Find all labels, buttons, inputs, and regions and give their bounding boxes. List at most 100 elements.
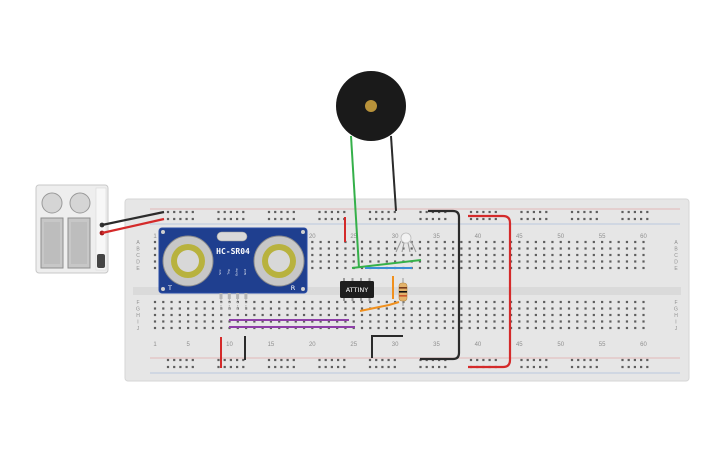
black-wire-l-shape[interactable] [371,335,403,358]
breadboard-hole [634,313,637,317]
battery-black-wire[interactable] [101,210,165,227]
breadboard-hole [336,320,339,323]
breadboard-hole [476,253,480,257]
breadboard-hole [634,266,637,270]
rail-hole [166,217,170,221]
rail-hole [343,210,346,214]
breadboard-hole [468,300,471,304]
breadboard-hole [443,253,446,257]
rail-hole [343,365,346,369]
breadboard-hole [153,266,157,270]
breadboard-hole [526,300,529,304]
breadboard-hole [567,240,571,244]
battery-red-wire[interactable] [101,217,165,235]
rail-hole [444,365,447,369]
breadboard-hole [601,247,604,250]
breadboard-hole [609,253,612,257]
breadboard-hole [485,240,488,244]
breadboard-hole [559,307,562,310]
breadboard-hole [584,320,587,323]
battery-switch[interactable] [97,254,105,268]
buzzer-center [365,100,377,112]
buzzer-green-lead[interactable] [350,135,360,269]
rail-hole [595,358,598,362]
breadboard-hole [584,260,587,263]
breadboard-hole [559,326,562,330]
breadboard-hole [518,326,521,330]
breadboard-hole [576,247,579,250]
battery-pack-side [95,187,107,271]
breadboard-hole [501,240,504,244]
rail-hole [419,365,422,369]
breadboard-hole [576,240,579,244]
breadboard-hole [634,326,637,330]
breadboard-hole [468,240,471,244]
ground-black-wire[interactable] [420,209,461,361]
breadboard-hole [153,253,157,257]
breadboard-hole [584,313,587,317]
rail-hole [393,365,396,369]
breadboard-hole [170,326,173,330]
sensor-pin-label: Gnd [243,269,247,275]
breadboard-hole [476,260,480,263]
sensor-r-label: R [291,284,296,292]
breadboard-hole [162,326,165,330]
rail-hole [185,217,188,221]
attiny-chip[interactable]: ATTINY [340,278,374,301]
rail-hole [318,217,321,221]
breadboard-hole [625,300,629,304]
rail-hole [532,365,535,369]
breadboard-hole [451,326,455,330]
breadboard-hole [410,253,413,257]
breadboard-hole [253,300,256,304]
breadboard-hole [543,240,546,244]
rail-hole [166,210,170,214]
breadboard-hole [394,260,397,263]
resistor-icon[interactable] [398,278,408,306]
column-number: 50 [557,342,564,348]
breadboard-hole [178,300,181,304]
breadboard-hole [327,307,330,310]
rail-hole [381,210,384,214]
breadboard-hole [319,247,322,250]
breadboard-hole [327,240,330,244]
rail-hole [539,358,542,362]
rail-hole [292,365,295,369]
breadboard-hole [551,326,554,330]
rgb-led-icon[interactable] [395,232,417,253]
row-letter: J [137,326,140,332]
power-red-wire[interactable] [468,214,512,369]
breadboard-hole [435,313,438,317]
rail-hole [482,217,485,221]
breadboard-hole [526,240,529,244]
breadboard-hole [584,240,587,244]
breadboard-hole [476,326,480,330]
rail-hole [318,365,321,369]
rail-hole [640,358,643,362]
column-number: 55 [599,234,606,240]
breadboard-hole [625,253,629,257]
breadboard-hole [518,300,521,304]
breadboard-hole [601,260,604,263]
orange-wire-diagonal[interactable] [359,301,400,312]
breadboard-hole [220,313,223,317]
breadboard-hole [584,326,587,330]
breadboard-hole [592,326,595,330]
breadboard-hole [567,326,571,330]
battery-pack-icon[interactable] [35,184,109,274]
rail-hole [387,365,390,369]
rail-hole [393,217,396,221]
breadboard-hole [319,266,322,270]
breadboard-hole [601,326,604,330]
breadboard-hole [336,253,339,257]
breadboard-hole [327,300,330,304]
green-jumper[interactable] [351,259,422,269]
breadboard-hole [460,240,463,244]
piezo-buzzer-icon[interactable] [336,71,406,269]
rail-hole [387,210,390,214]
breadboard-hole [402,313,405,317]
breadboard-hole [543,320,546,323]
buzzer-black-lead[interactable] [390,135,397,212]
